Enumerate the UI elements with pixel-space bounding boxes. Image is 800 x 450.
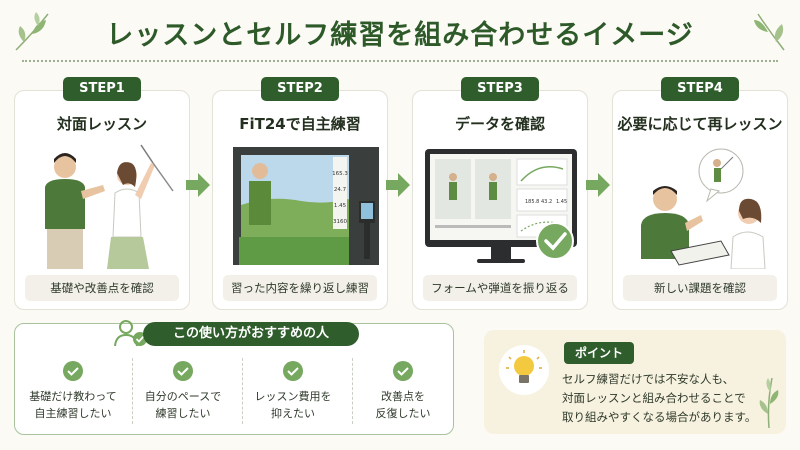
recommend-item: レッスン費用を抑えたい [243, 360, 343, 422]
step-caption: 習った内容を繰り返し練習 [223, 275, 377, 301]
arrow-right-icon [386, 173, 410, 197]
step-title: データを確認 [454, 115, 545, 133]
panel-value: 43.2 [541, 199, 552, 205]
sim-value: 1.45 [334, 203, 347, 209]
arrow-right-icon [186, 173, 210, 197]
divider [132, 358, 133, 424]
recommend-text: 抑えたい [271, 407, 315, 420]
step-title: FiT24で自主練習 [239, 115, 361, 133]
lesson-illustration [45, 144, 174, 269]
point-panel: ポイント セルフ練習だけでは不安な人も、 対面レッスンと組み合わせることで 取り… [484, 330, 786, 434]
point-badge: ポイント [564, 342, 634, 364]
step-card-3: データを確認 185.8 43.2 1.45 フォームや弾道を振り返る [412, 90, 588, 310]
recommend-panel: この使い方がおすすめの人 基礎だけ教わって自主練習したい 自分のペースで練習した… [14, 320, 454, 435]
point-line: 対面レッスンと組み合わせることで [562, 391, 746, 405]
simulator-illustration: 165.3 24.7 1.45 3160 [233, 147, 379, 265]
lightbulb-icon [499, 345, 549, 395]
point-line: 取り組みやすくなる場合があります。 [562, 410, 757, 424]
check-icon [283, 361, 303, 381]
point-line: セルフ練習だけでは不安な人も、 [562, 372, 735, 386]
sim-value: 165.3 [332, 171, 348, 177]
divider [352, 358, 353, 424]
recommend-text: 自分のペースで [144, 390, 222, 403]
sim-value: 24.7 [334, 187, 347, 193]
header: レッスンとセルフ練習を組み合わせるイメージ [0, 0, 800, 62]
check-icon [173, 361, 193, 381]
page-title: レッスンとセルフ練習を組み合わせるイメージ [106, 20, 694, 51]
recommend-text: 改善点を [381, 390, 425, 403]
re-lesson-illustration [641, 148, 766, 269]
check-icon [63, 361, 83, 381]
leaf-icon [15, 12, 49, 51]
point-text: セルフ練習だけでは不安な人も、 対面レッスンと組み合わせることで 取り組みやすく… [562, 370, 762, 427]
check-icon [393, 361, 413, 381]
recommend-text: 練習したい [155, 407, 211, 420]
recommend-item: 自分のペースで練習したい [133, 360, 233, 422]
step-card-1: 対面レッスン 基礎や改善点を確認 [14, 90, 190, 310]
leaf-icon [759, 377, 779, 429]
divider [242, 358, 243, 424]
step-caption: 基礎や改善点を確認 [25, 275, 179, 301]
sim-value: 3160 [333, 219, 347, 225]
leaf-icon [754, 13, 785, 51]
recommend-header: この使い方がおすすめの人 [143, 322, 359, 346]
title-divider [22, 60, 778, 62]
recommend-text: 基礎だけ教わって [29, 390, 117, 403]
recommend-text: レッスン費用を [254, 390, 332, 403]
step-card-2: FiT24で自主練習 165.3 24.7 1.45 3160 習った内容を繰り… [212, 90, 388, 310]
panel-value: 1.45 [556, 199, 567, 205]
step-title: 対面レッスン [56, 115, 147, 133]
step-badge-3: STEP3 [461, 77, 539, 101]
data-monitor-illustration: 185.8 43.2 1.45 [425, 149, 577, 263]
step-title: 必要に応じて再レッスン [617, 115, 783, 133]
panel-value: 185.8 [525, 199, 539, 205]
recommend-text: 自主練習したい [34, 407, 112, 420]
arrow-right-icon [586, 173, 610, 197]
step-caption: 新しい課題を確認 [623, 275, 777, 301]
step-caption: フォームや弾道を振り返る [423, 275, 577, 301]
step-badge-2: STEP2 [261, 77, 339, 101]
step-badge-4: STEP4 [661, 77, 739, 101]
recommend-item: 改善点を反復したい [353, 360, 453, 422]
recommend-item: 基礎だけ教わって自主練習したい [23, 360, 123, 422]
step-card-4: 必要に応じて再レッスン 新しい課題を確認 [612, 90, 788, 310]
step-badge-1: STEP1 [63, 77, 141, 101]
recommend-text: 反復したい [375, 407, 431, 420]
